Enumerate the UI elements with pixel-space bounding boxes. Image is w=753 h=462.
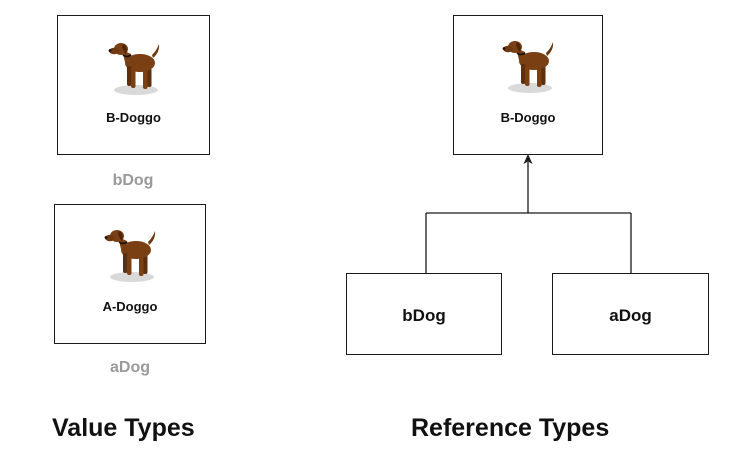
brown-dog-icon [498, 36, 558, 96]
reference-bdog-box: bDog [346, 273, 502, 355]
ref-label-bdog: bDog [402, 306, 446, 325]
dog-label: A-Doggo [102, 299, 158, 314]
dog-label: B-Doggo [500, 110, 556, 125]
value-variable-adog: aDog [110, 359, 150, 376]
reference-types-title: Reference Types [411, 414, 610, 442]
reference-bdoggo-box: B-Doggo [453, 15, 603, 155]
value-bdoggo-box: B-Doggo [57, 15, 210, 155]
value-adoggo-box: A-Doggo [54, 204, 206, 344]
reference-adog-box: aDog [552, 273, 709, 355]
arrowhead-icon [523, 154, 533, 164]
dog-label: B-Doggo [106, 110, 161, 125]
ref-label-adog: aDog [609, 306, 652, 325]
value-variable-bdog: bDog [112, 172, 154, 189]
value-types-title: Value Types [52, 414, 195, 442]
